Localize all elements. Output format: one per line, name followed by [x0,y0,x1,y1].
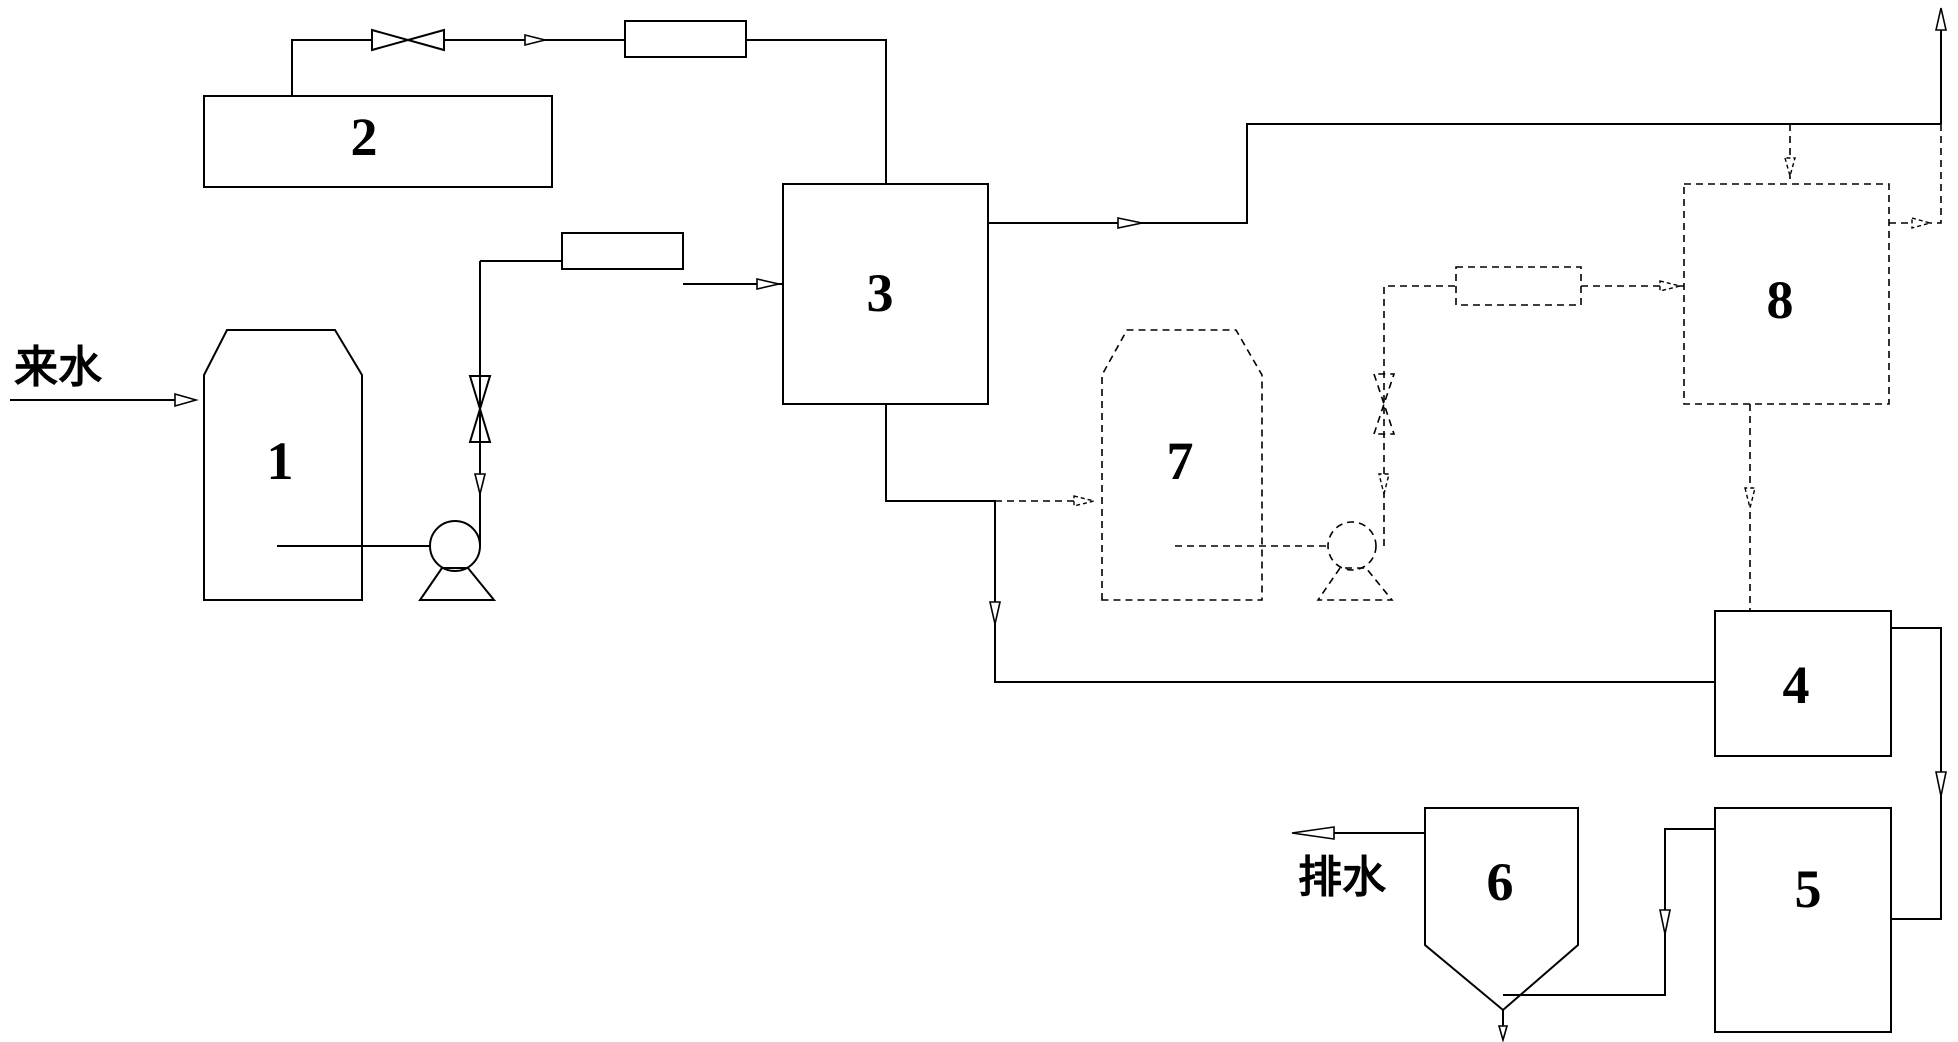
flowmeter-2-box [1455,266,1582,306]
unit-7-tank [1101,329,1263,601]
arrow-pump-up-icon [473,473,487,495]
arrow-top-1-icon [524,33,546,47]
arrow-5-to-6-icon [1659,909,1671,935]
arrow-sludge-icon [1497,1025,1509,1042]
arrow-top-outlet-icon [1934,7,1948,31]
unit-2-label: 2 [351,107,378,167]
flowmeter-1-box [561,232,684,270]
unit-2-box [203,95,553,188]
unit-6-label: 6 [1487,852,1514,912]
unit-4-box [1714,610,1892,757]
arrow-into-7-icon [1073,495,1095,507]
pipe-2-up [291,39,372,96]
arrow-down-to-4-icon [988,601,1002,625]
unit-5-label: 5 [1795,859,1822,919]
unit-5-box [1714,807,1892,1033]
arrow-drain-icon [1291,826,1335,840]
unit-8-label: 8 [1767,270,1794,330]
arrow-8-to-4-icon [1744,487,1756,509]
arrow-into-3-icon [756,277,780,291]
arrow-pump2-up-icon [1378,473,1390,495]
pipe-5-to-6 [1503,828,1715,996]
outlet-label: 排水 [1298,852,1387,903]
inlet-label: 来水 [14,342,103,393]
inlet-arrow-icon [174,392,199,408]
pipe-top-to-3 [746,39,887,184]
unit-6-hopper [1424,807,1579,1012]
arrow-top-to-8-icon [1784,157,1796,179]
dashed-8-to-outlet [1889,124,1942,224]
unit-8-box [1683,183,1890,405]
pump-2-icon [1316,521,1394,601]
pump-1-icon [418,520,497,601]
arrow-8-out-icon [1911,217,1933,229]
pipe-4-to-5 [1891,627,1942,920]
unit-7-label: 7 [1167,431,1194,491]
pipe-3-to-top [988,123,1941,224]
unit-1-label: 1 [267,431,294,491]
unit-1-tank [203,329,363,601]
arrow-3-out-icon [1117,217,1143,229]
arrow-into-8-icon [1659,280,1681,292]
pipe-3-to-4 [885,404,1715,683]
top-valve-icon [371,28,445,52]
dashed-pump-discharge [1383,285,1456,546]
valve-1-icon [468,375,492,443]
unit-4-label: 4 [1783,655,1810,715]
valve-2-icon [1372,373,1396,435]
top-flowmeter-box [624,20,747,58]
unit-3-label: 3 [867,263,894,323]
arrow-4-to-5-icon [1935,771,1947,797]
